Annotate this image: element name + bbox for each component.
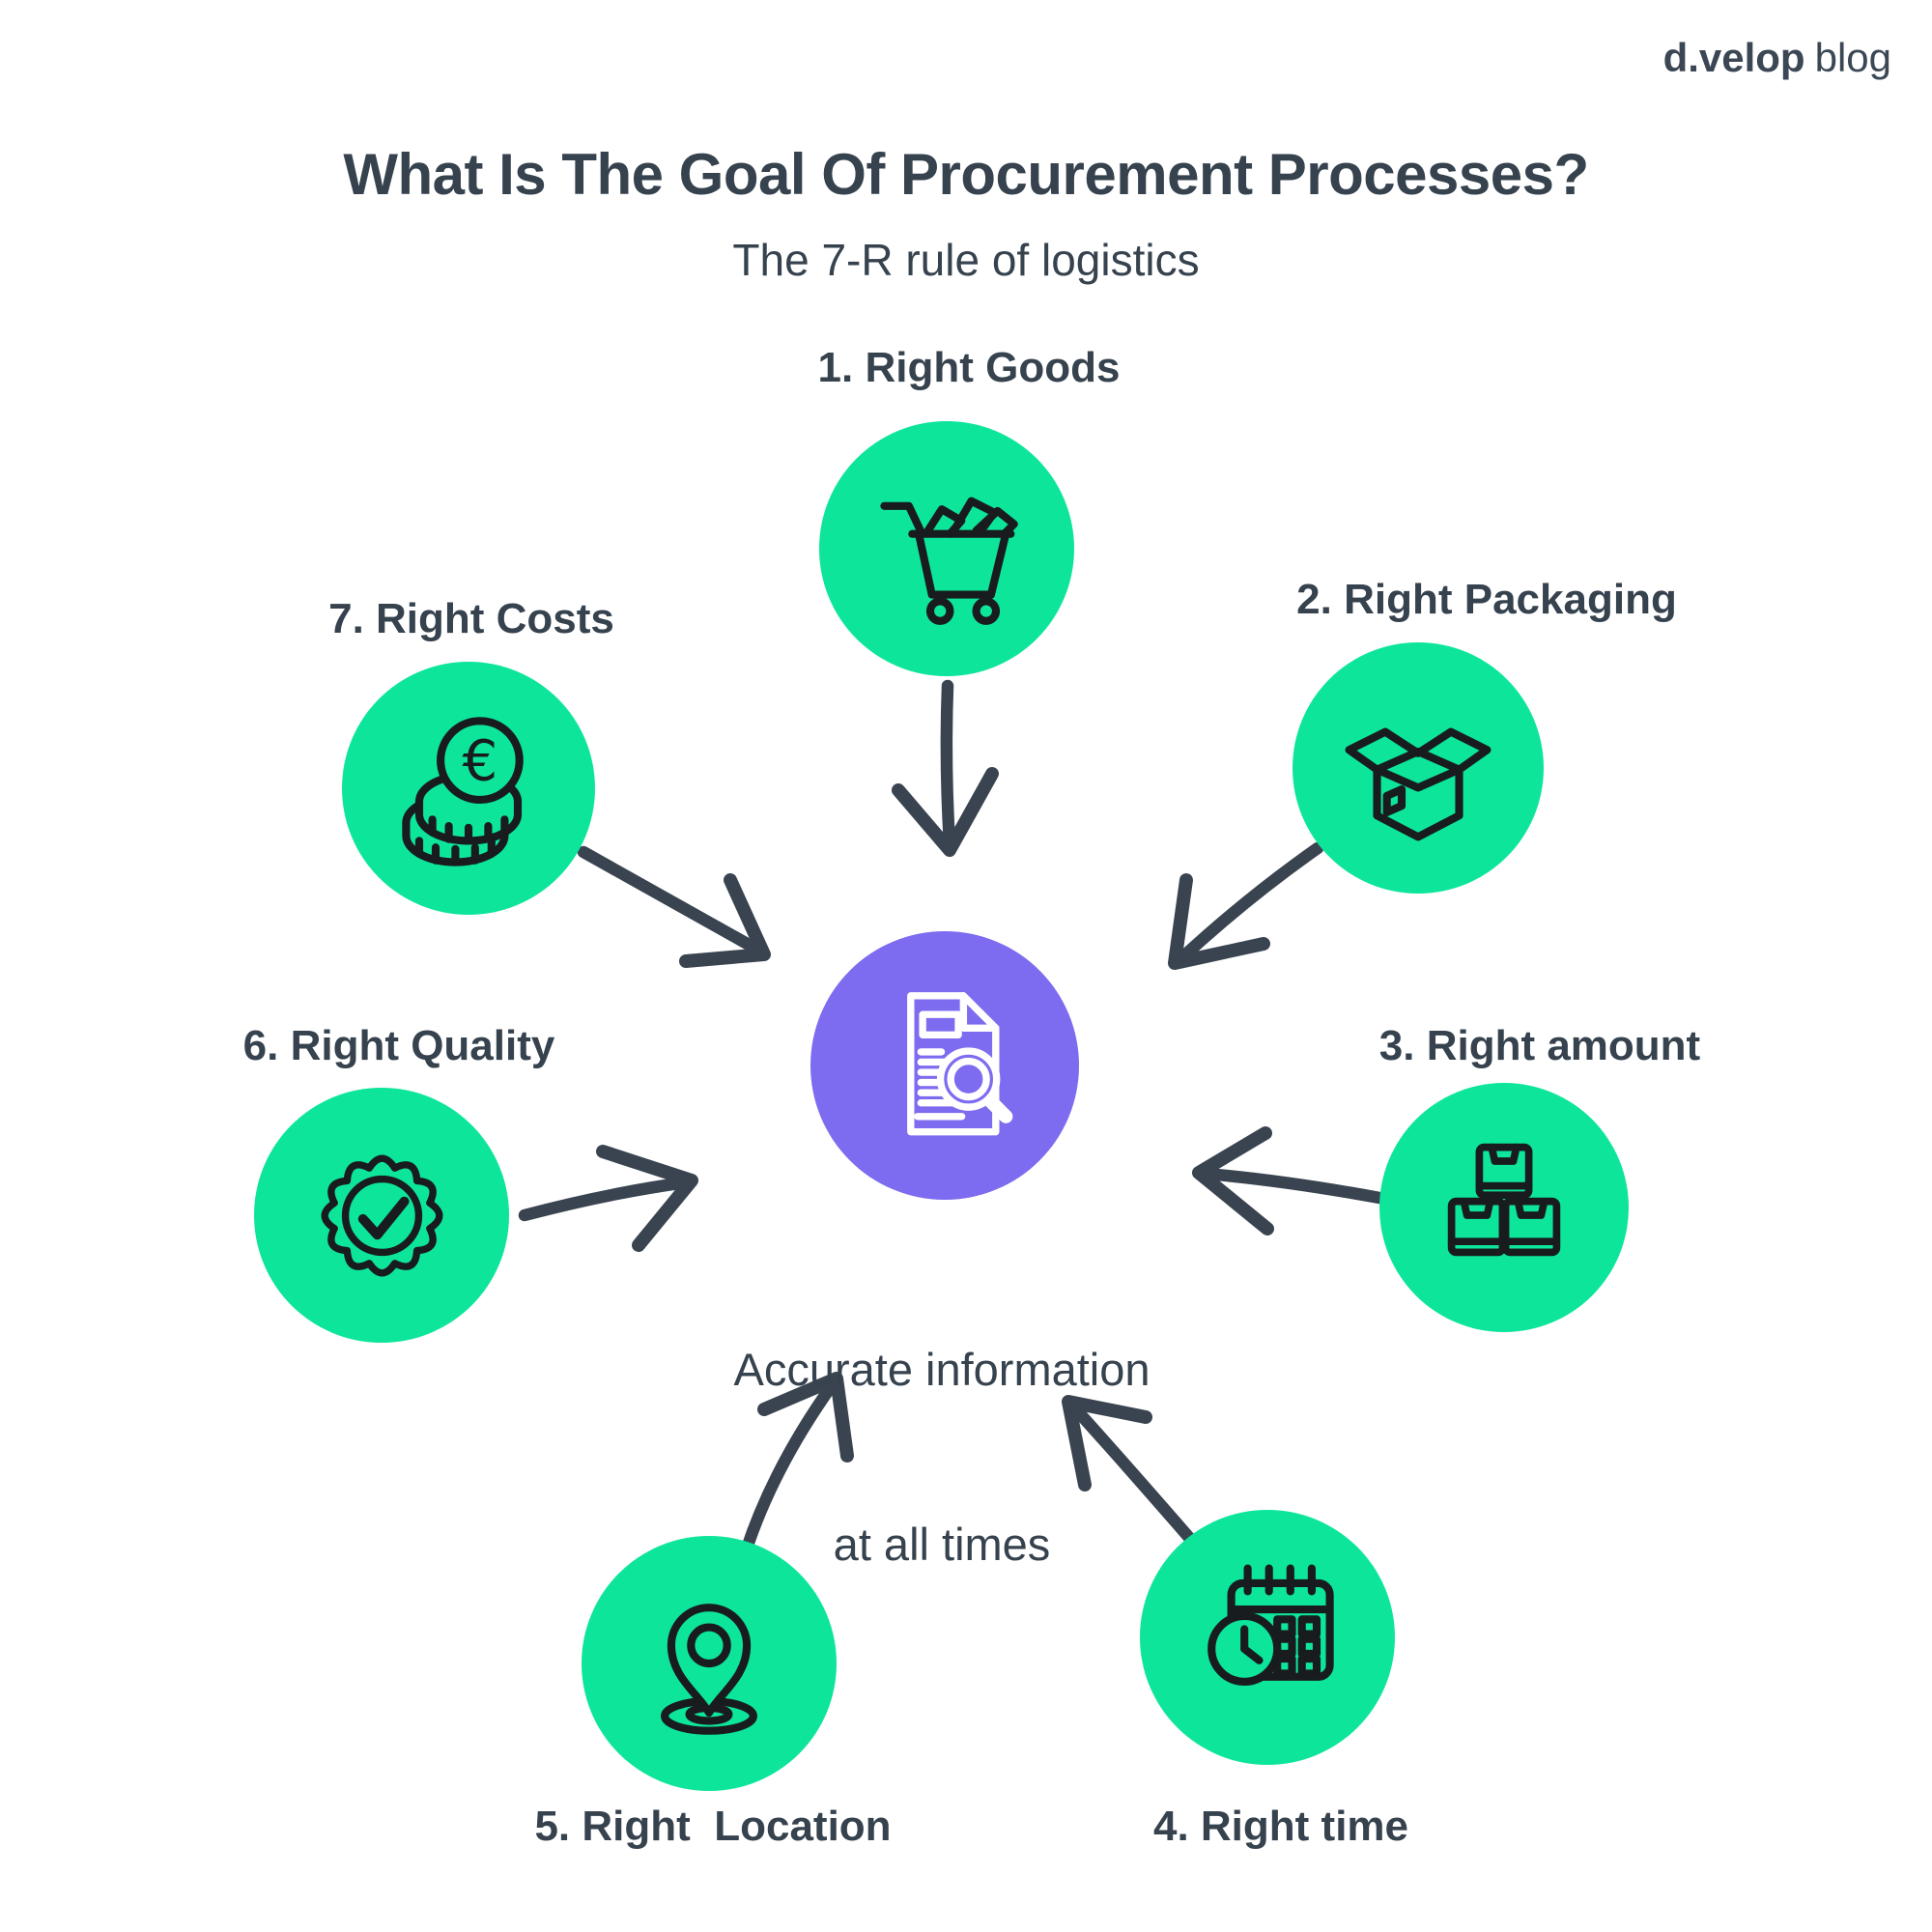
node-label-right-amount: 3. Right amount bbox=[1378, 1022, 1701, 1069]
quality-badge-icon bbox=[321, 1154, 442, 1276]
location-pin-icon bbox=[661, 1604, 757, 1735]
brand-logo-text: d.velop bbox=[1662, 35, 1805, 80]
euro-glyph: € bbox=[463, 728, 498, 794]
document-search-icon bbox=[907, 992, 1013, 1136]
stacked-boxes-icon bbox=[1447, 1143, 1561, 1257]
node-circle-right-time bbox=[1140, 1510, 1395, 1765]
page-subtitle: The 7-R rule of logistics bbox=[732, 235, 1200, 285]
center-caption-line2: at all times bbox=[833, 1518, 1051, 1570]
node-label-right-packaging: 2. Right Packaging bbox=[1296, 576, 1677, 623]
open-box-icon bbox=[1345, 727, 1492, 841]
node-circle-right-costs: € bbox=[342, 662, 595, 915]
node-label-right-quality: 6. Right Quality bbox=[242, 1022, 555, 1069]
node-circle-right-location bbox=[582, 1536, 837, 1791]
arrow-packaging-to-center bbox=[1168, 841, 1324, 970]
node-label-right-location: 5. Right Location bbox=[534, 1803, 892, 1850]
center-circle bbox=[810, 931, 1079, 1200]
calendar-clock-icon bbox=[1208, 1564, 1334, 1686]
center-caption-line1: Accurate information bbox=[733, 1344, 1151, 1396]
node-label-right-costs: 7. Right Costs bbox=[328, 595, 614, 642]
node-circle-right-amount bbox=[1379, 1083, 1629, 1332]
node-circle-right-quality bbox=[254, 1088, 509, 1343]
page-title: What Is The Goal Of Procurement Processe… bbox=[343, 142, 1589, 207]
arrow-goods-to-center bbox=[892, 679, 999, 857]
arrow-amount-to-center bbox=[1192, 1126, 1386, 1236]
euro-coins-icon: € bbox=[402, 717, 524, 867]
node-label-right-time: 4. Right time bbox=[1152, 1803, 1409, 1850]
node-circle-right-goods bbox=[819, 421, 1074, 676]
brand-logo-suffix: blog bbox=[1814, 35, 1891, 80]
node-label-right-goods: 1. Right Goods bbox=[817, 344, 1121, 391]
center-caption: Accurate information at all times bbox=[733, 1225, 1150, 1690]
arrow-costs-to-center bbox=[577, 845, 771, 968]
arrow-quality-to-center bbox=[518, 1145, 698, 1252]
node-circle-right-packaging bbox=[1293, 642, 1544, 894]
shopping-cart-icon bbox=[880, 497, 1018, 625]
